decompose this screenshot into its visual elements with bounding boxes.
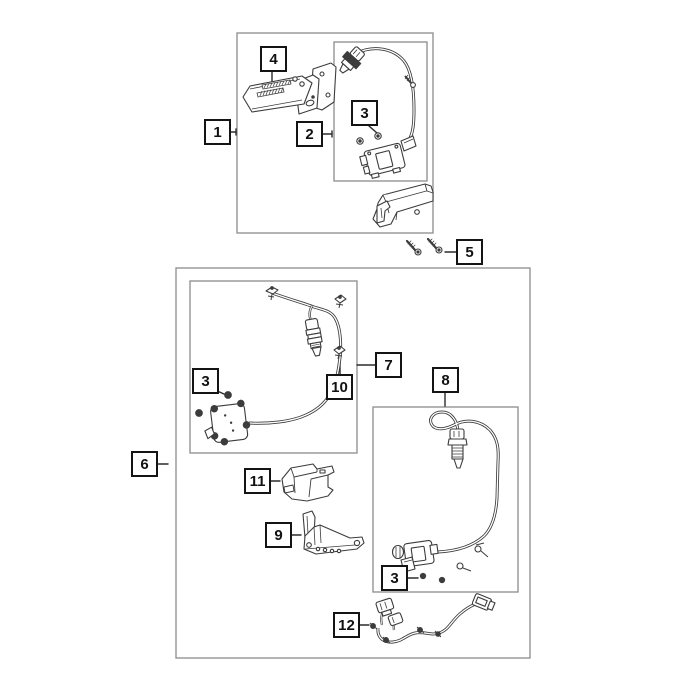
callout-6[interactable]: 6 bbox=[131, 451, 158, 477]
nox-module-upper bbox=[359, 142, 406, 179]
retainer-clip-c bbox=[333, 345, 346, 360]
mounting-screw-dot bbox=[419, 572, 427, 580]
mounting-nuts bbox=[356, 132, 382, 145]
harness-connector-3 bbox=[471, 593, 496, 611]
mounting-screw-dot bbox=[195, 409, 203, 417]
upper-sensor-assembly-art bbox=[339, 46, 417, 179]
leader-lines bbox=[157, 71, 457, 626]
callout-2[interactable]: 2 bbox=[296, 121, 323, 147]
group-frames bbox=[175, 32, 531, 659]
retainer-clip-d bbox=[474, 542, 489, 558]
upper-sensor-frame bbox=[333, 41, 428, 182]
callout-1[interactable]: 1 bbox=[204, 119, 231, 145]
callout-11[interactable]: 11 bbox=[244, 468, 271, 494]
harness-clips bbox=[369, 622, 442, 644]
callout-3-lower-right[interactable]: 3 bbox=[381, 565, 408, 591]
lower-left-sensor-frame bbox=[189, 280, 358, 454]
harness-connector-1 bbox=[375, 597, 395, 617]
callout-10[interactable]: 10 bbox=[326, 374, 353, 400]
screw-2 bbox=[426, 237, 443, 254]
elbow-fitting bbox=[400, 135, 417, 152]
callout-5[interactable]: 5 bbox=[456, 239, 483, 265]
lower-kit-frame bbox=[175, 267, 531, 659]
lower-left-sensor-assembly-art bbox=[195, 286, 347, 446]
lower-right-sensor-assembly-art bbox=[391, 410, 500, 584]
screw-1 bbox=[405, 239, 422, 256]
oxygen-sensor-lower-right bbox=[447, 428, 468, 469]
mounting-screw-dot bbox=[224, 391, 232, 399]
lower-bracket-art bbox=[302, 510, 365, 555]
retainer-clip-e bbox=[456, 562, 472, 572]
callout-12[interactable]: 12 bbox=[333, 612, 360, 638]
upper-bracket-art bbox=[281, 463, 335, 502]
mounting-plate-art bbox=[242, 62, 337, 115]
retainer-clip-a bbox=[265, 286, 279, 301]
wiring-harness-art bbox=[369, 593, 496, 644]
mounting-screw-dot bbox=[438, 576, 446, 584]
callout-7[interactable]: 7 bbox=[375, 352, 402, 378]
screws-art bbox=[405, 237, 443, 256]
callout-3-upper[interactable]: 3 bbox=[351, 100, 378, 126]
upper-kit-frame bbox=[236, 32, 434, 234]
retainer-clip-b bbox=[334, 294, 347, 309]
lower-right-sensor-frame bbox=[372, 406, 519, 593]
callout-3-lower-left[interactable]: 3 bbox=[192, 368, 219, 394]
nox-module-lower-right bbox=[391, 540, 439, 573]
small-screw bbox=[404, 74, 416, 88]
harness-tube bbox=[248, 291, 343, 425]
callout-9[interactable]: 9 bbox=[265, 522, 292, 548]
nox-module-lower-left bbox=[204, 399, 251, 446]
oxygen-sensor-lower-left bbox=[304, 317, 323, 357]
harness-connector-2 bbox=[387, 612, 404, 627]
shield-bracket-art bbox=[372, 183, 434, 228]
callout-8[interactable]: 8 bbox=[432, 367, 459, 393]
callout-4[interactable]: 4 bbox=[260, 46, 287, 72]
oxygen-sensor-upper bbox=[339, 46, 365, 74]
